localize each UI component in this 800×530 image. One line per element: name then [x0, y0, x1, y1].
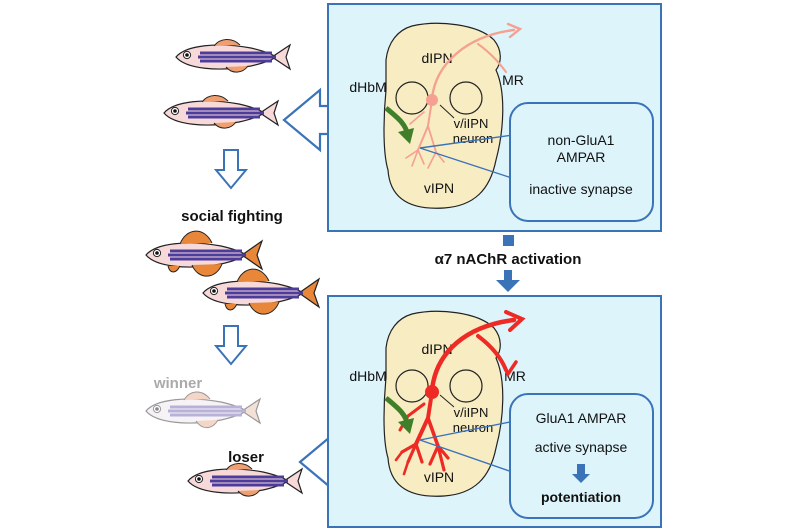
vipn-label-top: vIPN	[424, 180, 454, 196]
fighting-fish-2	[201, 267, 321, 316]
ipn-lobe-right-bottom	[449, 369, 483, 403]
synapse-box-bottom-line2: active synapse	[535, 439, 628, 455]
neuron-inactive	[405, 22, 523, 169]
synapse-box-top	[509, 102, 654, 222]
winner-label: winner	[153, 375, 203, 392]
synapse-box-bottom	[509, 393, 654, 519]
neuron-pointer-bottom	[439, 394, 455, 408]
synapse-box-top-line1: non-GluA1	[548, 132, 615, 148]
potentiation-arrow	[572, 464, 590, 483]
neuron-label-top-1: v/iIPN	[454, 116, 489, 131]
synapse-pointer-top-b	[419, 147, 519, 181]
winner-fish	[144, 390, 262, 430]
dhbm-label-top: dHbM	[349, 79, 386, 95]
neuron-soma-bottom	[425, 385, 439, 399]
social-fighting-label: social fighting	[181, 208, 283, 225]
down-arrow-1	[213, 149, 249, 190]
synapse-box-bottom-line1: GluA1 AMPAR	[536, 410, 627, 426]
fighting-fish-1	[144, 229, 264, 278]
fish-calm-2	[162, 93, 280, 130]
synapse-pointer-top-a	[419, 133, 521, 149]
neuron-soma-top	[426, 94, 438, 106]
vipn-label-bottom: vIPN	[424, 469, 454, 485]
synapse-box-top-line2: AMPAR	[557, 149, 606, 165]
fish-top	[174, 37, 292, 74]
activation-square	[503, 235, 514, 246]
ipn-lobe-left-bottom	[395, 369, 429, 403]
synapse-box-bottom-line3: potentiation	[541, 489, 621, 505]
activation-label: α7 nAChR activation	[435, 251, 582, 268]
input-arrowhead-bottom	[398, 418, 414, 434]
synapse-pointer-bottom-a	[419, 419, 521, 441]
synapse-pointer-bottom-b	[419, 439, 519, 475]
dipn-label-top: dIPN	[421, 50, 452, 66]
loser-label: loser	[228, 449, 264, 466]
input-arrowhead-top	[398, 128, 414, 144]
ipn-lobe-right-top	[449, 81, 483, 115]
synapse-box-top-line3: inactive synapse	[529, 181, 633, 197]
loser-fish	[186, 461, 304, 498]
neuron-pointer-top	[439, 104, 455, 119]
neuron-label-bottom-1: v/iIPN	[454, 405, 489, 420]
down-arrow-2	[213, 325, 249, 366]
dhbm-label-bottom: dHbM	[349, 368, 386, 384]
activation-arrow	[496, 270, 520, 292]
ipn-lobe-left-top	[395, 81, 429, 115]
mr-label-top: MR	[502, 72, 524, 88]
